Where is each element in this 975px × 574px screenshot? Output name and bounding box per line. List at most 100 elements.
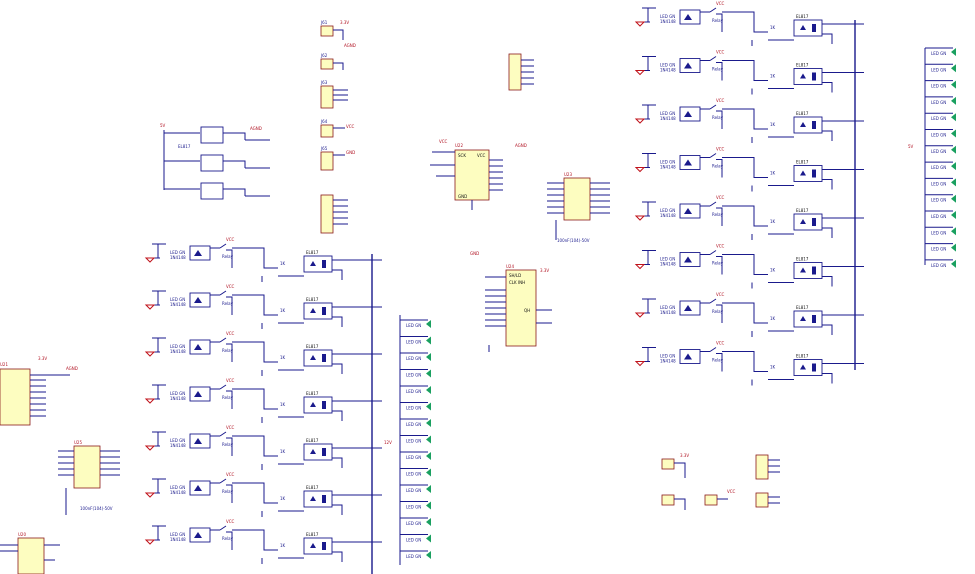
led-red	[634, 167, 646, 173]
label-vcc-relay: VCC	[716, 147, 725, 152]
label-relay: Relay	[222, 536, 234, 541]
diode-symbol	[194, 485, 202, 491]
label-diode: 1N4148	[660, 165, 676, 170]
label-agnd-2: AGND	[250, 126, 262, 131]
label-opto: EL817	[306, 391, 319, 396]
led-red	[144, 445, 156, 451]
label-12v-center: 12V	[384, 440, 392, 445]
led-row: LED GN	[925, 47, 956, 56]
label-relay: Relay	[712, 164, 724, 169]
led-row: LED GN	[400, 550, 431, 559]
label-agnd-u22: AGND	[515, 143, 527, 148]
label-relay: Relay	[712, 115, 724, 120]
label-opto-1: EL817	[178, 144, 191, 149]
label-resistor: 1K	[770, 25, 776, 30]
led-row: LED GN	[925, 243, 956, 252]
label-led: LED GN	[660, 63, 675, 68]
label-led-row: LED GN	[406, 521, 421, 526]
label-led: LED GN	[660, 14, 675, 19]
led-green-icon	[426, 551, 431, 559]
led-red	[144, 351, 156, 357]
led-row: LED GN	[925, 177, 956, 187]
label-led-row: LED GN	[406, 356, 421, 361]
label-opto: EL817	[306, 485, 319, 490]
label-5v-a: 5V	[160, 123, 166, 128]
label-j63: J63	[320, 80, 328, 85]
ic-u23-body	[563, 177, 591, 221]
label-agnd-1: AGND	[344, 43, 356, 48]
label-vcc-relay: VCC	[226, 237, 235, 242]
led-green-icon	[951, 80, 956, 89]
label-led-row: LED GN	[931, 181, 946, 186]
pin-u22-gnd: GND	[458, 194, 467, 199]
label-led-row: LED GN	[931, 247, 946, 252]
label-led-row: LED GN	[406, 373, 421, 378]
connector-br-2	[661, 494, 675, 506]
label-vcc-relay: VCC	[716, 292, 725, 297]
label-u20: U20	[18, 532, 26, 537]
label-diode: 1N4148	[660, 359, 676, 364]
led-red	[634, 21, 646, 27]
label-led: LED GN	[170, 485, 185, 490]
opto-block	[793, 116, 823, 134]
connector-j62	[320, 58, 334, 70]
label-3v3-u21: 3.3V	[38, 356, 47, 361]
label-led: LED GN	[170, 532, 185, 537]
label-led-row: LED GN	[931, 263, 946, 268]
led-row: LED GN	[925, 96, 956, 105]
led-green-icon	[951, 227, 956, 236]
diode-symbol	[194, 438, 202, 444]
label-relay: Relay	[712, 67, 724, 72]
label-led: LED GN	[170, 391, 185, 396]
label-cap-u23: 100nF(104)-50V	[557, 238, 590, 243]
label-vcc-relay: VCC	[716, 244, 725, 249]
diode-symbol	[194, 297, 202, 303]
label-j64: J64	[320, 119, 328, 124]
label-led-row: LED GN	[931, 67, 946, 72]
led-green-icon	[426, 419, 431, 427]
label-diode: 1N4148	[660, 116, 676, 121]
label-diode: 1N4148	[170, 349, 186, 354]
connector-br-1	[661, 458, 675, 470]
label-led-row: LED GN	[931, 100, 946, 105]
label-diode: 1N4148	[170, 490, 186, 495]
label-relay: Relay	[712, 309, 724, 314]
label-vcc-relay: VCC	[716, 1, 725, 6]
led-row: LED GN	[925, 226, 956, 236]
label-relay: Relay	[712, 261, 724, 266]
label-led: LED GN	[170, 344, 185, 349]
opto-block	[793, 165, 823, 182]
label-led-row: LED GN	[931, 133, 946, 138]
opto-block	[793, 19, 823, 37]
ic-u20-body	[17, 537, 45, 574]
led-row: LED GN	[400, 451, 431, 460]
label-gnd-u24: GND	[470, 251, 479, 256]
led-green-icon	[951, 64, 956, 73]
label-led: LED GN	[170, 250, 185, 255]
label-led-row: LED GN	[931, 116, 946, 121]
label-diode: 1N4148	[170, 302, 186, 307]
led-green-icon	[426, 386, 431, 394]
label-vcc-relay: VCC	[226, 425, 235, 430]
label-u22: U22	[455, 143, 463, 148]
label-relay: Relay	[222, 254, 234, 259]
diode-symbol	[684, 14, 692, 20]
label-opto: EL817	[306, 438, 319, 443]
led-green-icon	[951, 129, 956, 138]
led-row: LED GN	[925, 259, 956, 268]
label-led-row: LED GN	[931, 149, 946, 154]
led-row: LED GN	[925, 210, 956, 219]
led-row: LED GN	[400, 319, 431, 328]
label-resistor: 1K	[280, 261, 286, 266]
connector-j65	[320, 151, 334, 171]
label-vcc-relay: VCC	[716, 98, 725, 103]
led-row: LED GN	[925, 112, 956, 122]
label-resistor: 1K	[280, 496, 286, 501]
